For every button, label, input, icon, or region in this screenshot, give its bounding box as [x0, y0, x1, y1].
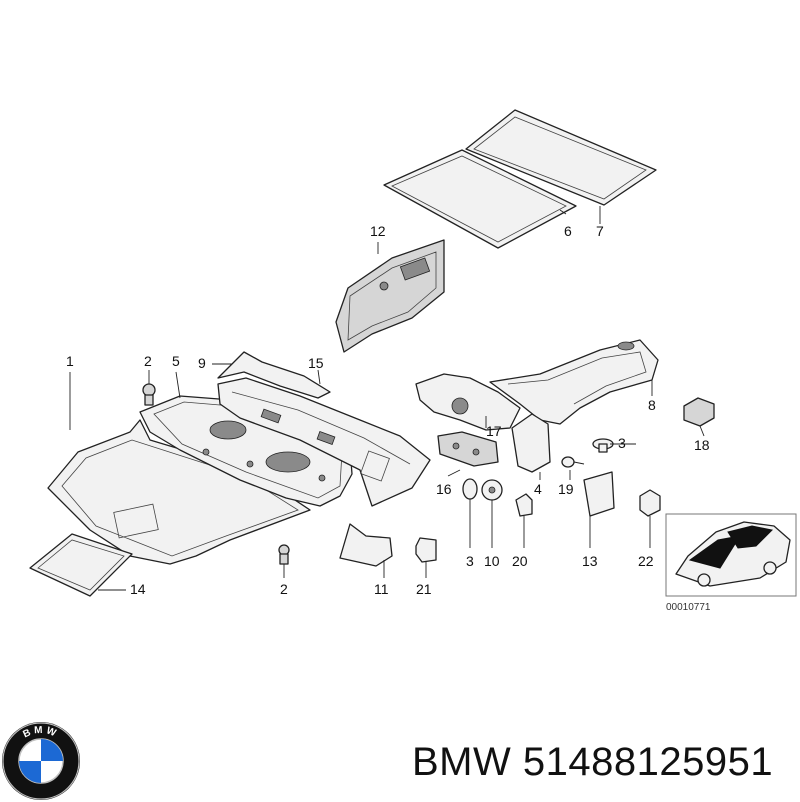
callout-10: 10: [484, 553, 500, 569]
logo-letters: BMW: [21, 725, 57, 741]
leader-lines: [69, 206, 705, 591]
callout-17: 17: [486, 423, 502, 439]
callout-14: 14: [130, 581, 146, 597]
callout-18: 18: [694, 437, 710, 453]
callout-3-right: 3: [618, 435, 626, 451]
part-9-strip: [217, 351, 331, 399]
callout-21: 21: [416, 581, 432, 597]
callout-2-bottom: 2: [280, 581, 288, 597]
part-22-block: [639, 489, 661, 517]
part-caption: BMW 51488125951: [412, 738, 773, 786]
part-3b-clip: [592, 438, 614, 453]
part-1-insulation: [47, 419, 311, 565]
part-21-clip: [415, 537, 437, 563]
callout-6: 6: [564, 223, 572, 239]
callout-1: 1: [66, 353, 74, 369]
part-2-clip-top: [142, 383, 156, 406]
callout-12: 12: [370, 223, 386, 239]
callout-2-top: 2: [144, 353, 152, 369]
part-17-panel: [415, 373, 521, 431]
part-15-cowl-panel: [217, 377, 431, 507]
callout-11: 11: [374, 581, 389, 597]
callout-4: 4: [534, 481, 542, 497]
callout-22: 22: [638, 553, 654, 569]
part-6-mat: [383, 149, 577, 249]
inset-reference-number: 00010771: [666, 602, 711, 613]
callout-3-bottom: 3: [466, 553, 474, 569]
callouts: 1 2 2 3 3 4 5 6 7 8 9 10 11 12 13 14 15 …: [66, 223, 710, 597]
callout-19: 19: [558, 481, 574, 497]
callout-13: 13: [582, 553, 598, 569]
part-16-bracket: [437, 431, 499, 467]
brand-name: BMW: [412, 740, 512, 784]
callout-9: 9: [198, 355, 206, 371]
part-2-clip-bottom: [278, 544, 290, 565]
part-4-panel: [511, 413, 551, 473]
part-12-door-panel: [335, 239, 445, 353]
part-10-washer: [481, 479, 503, 501]
callout-7: 7: [596, 223, 604, 239]
part-20-plug: [515, 493, 533, 517]
part-18-block: [683, 397, 715, 427]
svg-text:BMW: BMW: [21, 725, 60, 741]
callout-8: 8: [648, 397, 656, 413]
callout-20: 20: [512, 553, 528, 569]
callout-5: 5: [172, 353, 180, 369]
part-13-cover: [583, 471, 615, 517]
callout-15: 15: [308, 355, 324, 371]
callout-16: 16: [436, 481, 452, 497]
part-3-grommet: [462, 478, 478, 500]
part-number: 51488125951: [522, 740, 774, 784]
part-11-bracket: [339, 523, 393, 567]
part-7-mat: [465, 109, 657, 206]
inset-car-thumbnail: 00010771: [665, 513, 797, 613]
bmw-roundel-icon: BMW: [2, 722, 80, 800]
part-14-pad: [29, 533, 133, 597]
part-19-screw: [561, 456, 585, 468]
